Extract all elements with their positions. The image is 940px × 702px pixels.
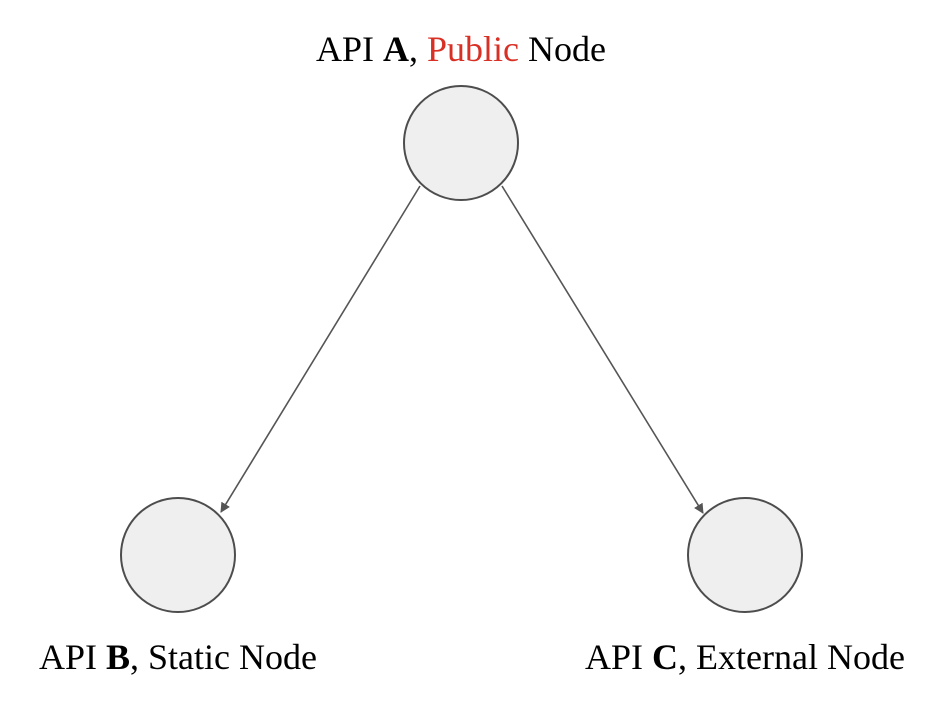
node-a-label-separator: ,: [409, 29, 428, 69]
node-a-label: API A, Public Node: [316, 29, 606, 69]
node-b-label: API B, Static Node: [39, 637, 317, 677]
node-b-label-type: Static Node: [148, 637, 317, 677]
node-b-label-key: B: [106, 637, 131, 677]
node-a-label-key: A: [383, 29, 410, 69]
node-b-label-separator: ,: [130, 637, 149, 677]
node-c-label-prefix: API: [585, 637, 653, 677]
node-c[interactable]: [687, 497, 803, 613]
node-c-label-type: External Node: [696, 637, 905, 677]
node-a-label-suffix: Node: [519, 29, 607, 69]
node-c-label-separator: ,: [678, 637, 697, 677]
node-c-label: API C, External Node: [585, 637, 905, 677]
node-a[interactable]: [403, 85, 519, 201]
node-b-label-prefix: API: [39, 637, 107, 677]
node-a-label-highlight: Public: [427, 29, 520, 69]
node-a-label-prefix: API: [315, 29, 384, 69]
edge-a-to-c: [501, 185, 704, 514]
node-b[interactable]: [120, 497, 236, 613]
edge-a-to-b: [220, 185, 421, 513]
node-c-label-key: C: [652, 637, 679, 677]
